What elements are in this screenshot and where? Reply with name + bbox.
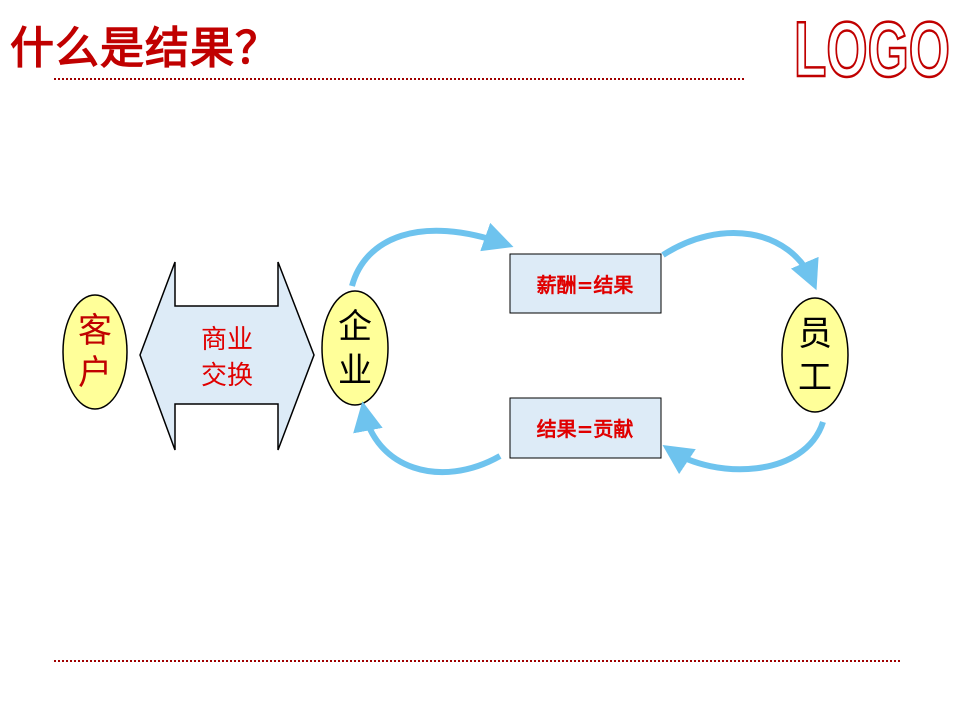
employee-label-line1: 员	[798, 314, 832, 354]
result-contribution-text: 结果=贡献	[537, 417, 634, 441]
enterprise-label-line1: 企	[338, 307, 372, 347]
salary-result-text: 薪酬=结果	[537, 273, 634, 297]
exchange-label-line1: 商业	[201, 325, 253, 355]
customer-node: 客 户	[62, 294, 128, 410]
exchange-label-line2: 交换	[201, 361, 253, 391]
bottom-divider	[54, 660, 900, 662]
top-divider	[54, 78, 744, 80]
salary-to-employee-arrow	[661, 229, 819, 291]
employee-label-line2: 工	[798, 358, 832, 398]
result-contribution-box: 结果=贡献	[509, 397, 662, 459]
employee-node: 员 工	[781, 297, 849, 413]
customer-label-line2: 户	[78, 353, 112, 393]
logo-text: LOGO	[794, 5, 950, 84]
page-title: 什么是结果？	[10, 23, 280, 74]
contribution-to-enterprise-arrow	[353, 401, 502, 476]
enterprise-to-salary-arrow	[349, 222, 514, 287]
business-exchange-arrow: 商业 交换	[139, 261, 315, 451]
enterprise-label-line2: 业	[338, 351, 372, 391]
enterprise-node: 企 业	[321, 290, 389, 406]
salary-result-box: 薪酬=结果	[509, 253, 662, 314]
employee-to-contribution-arrow	[662, 420, 826, 475]
customer-label-line1: 客	[78, 311, 112, 351]
logo: LOGO	[793, 4, 952, 84]
